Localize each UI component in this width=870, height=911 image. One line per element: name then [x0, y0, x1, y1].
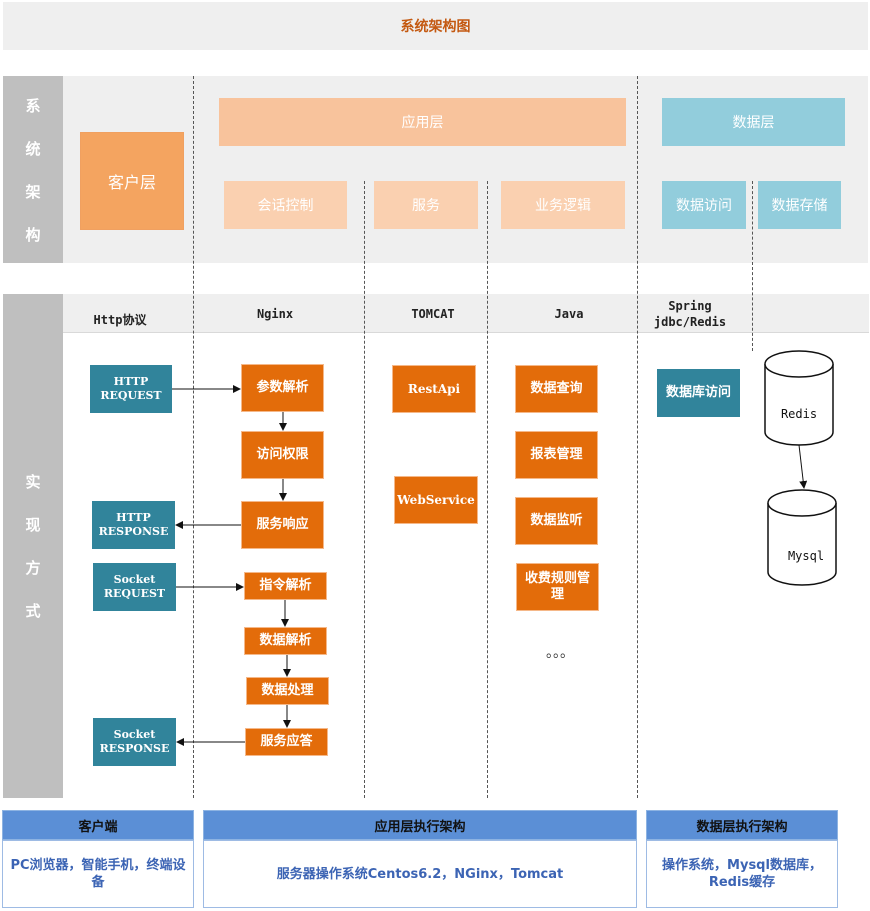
service-reply-box: 服务应答: [245, 728, 328, 756]
implementation-header: [63, 294, 869, 333]
access-permission-box: 访问权限: [241, 431, 324, 479]
db-access-box: 数据库访问: [657, 369, 740, 417]
mysql-label: Mysql: [788, 549, 824, 563]
webservice-box: WebService: [394, 476, 478, 524]
arrow-redis-to-mysql: [798, 444, 808, 489]
redis-label: Redis: [781, 407, 817, 421]
param-parse-box: 参数解析: [241, 364, 324, 412]
nginx-header: Nginx: [256, 307, 294, 321]
data-query-box: 数据查询: [515, 365, 598, 413]
data-storage-box: 数据存储: [758, 181, 841, 229]
side-char: 统: [25, 139, 41, 158]
spring-header: Spring jdbc/Redis: [653, 299, 727, 329]
data-layer-box: 数据层: [662, 98, 845, 146]
http-request-box: HTTP REQUEST: [90, 365, 172, 413]
footer-client-title: 客户端: [2, 810, 194, 840]
data-access-box: 数据访问: [662, 181, 746, 229]
business-logic-box: 业务逻辑: [501, 181, 625, 229]
http-response-box: HTTP RESPONSE: [92, 501, 175, 549]
java-header: Java: [554, 307, 584, 321]
service-box: 服务: [374, 181, 478, 229]
tomcat-header: TOMCAT: [411, 307, 455, 321]
footer-data-title: 数据层执行架构: [646, 810, 838, 840]
side-char: 现: [25, 516, 41, 534]
billing-rule-box: 收费规则管理: [516, 563, 599, 611]
side-char: 实: [25, 473, 41, 491]
socket-response-box: Socket RESPONSE: [93, 718, 176, 766]
more-ellipsis: 。。。: [546, 645, 574, 661]
data-process-box: 数据处理: [246, 677, 329, 705]
restapi-box: RestApi: [392, 365, 476, 413]
report-management-box: 报表管理: [515, 431, 598, 479]
app-layer-box: 应用层: [219, 98, 626, 146]
socket-request-box: Socket REQUEST: [93, 563, 176, 611]
data-parse-box: 数据解析: [244, 627, 327, 655]
http-protocol-header: Http协议: [93, 312, 147, 327]
implementation-side-label: 实 现 方 式: [3, 294, 63, 798]
divider-line: [193, 76, 194, 798]
divider-line: [364, 181, 365, 798]
side-char: 架: [25, 182, 41, 201]
footer-app-body: 服务器操作系统Centos6.2，NGinx，Tomcat: [203, 840, 637, 908]
divider-line: [637, 76, 638, 798]
session-control-box: 会话控制: [224, 181, 347, 229]
side-char: 系: [25, 96, 41, 115]
data-monitor-box: 数据监听: [515, 497, 598, 545]
redis-cylinder: Redis: [764, 350, 834, 446]
client-layer-box: 客户层: [80, 132, 184, 230]
footer-data-body: 操作系统，Mysql数据库，Redis缓存: [646, 840, 838, 908]
side-char: 式: [25, 602, 41, 620]
diagram-title: 系统架构图: [3, 2, 868, 50]
divider-line: [487, 181, 488, 798]
architecture-side-label: 系 统 架 构: [3, 76, 63, 263]
divider-line: [752, 181, 753, 351]
footer-client-body: PC浏览器，智能手机，终端设备: [2, 840, 194, 908]
side-char: 构: [25, 225, 41, 244]
command-parse-box: 指令解析: [244, 572, 327, 600]
service-response-box: 服务响应: [241, 501, 324, 549]
footer-app-title: 应用层执行架构: [203, 810, 637, 840]
mysql-cylinder: Mysql: [767, 489, 837, 586]
side-char: 方: [25, 559, 41, 577]
